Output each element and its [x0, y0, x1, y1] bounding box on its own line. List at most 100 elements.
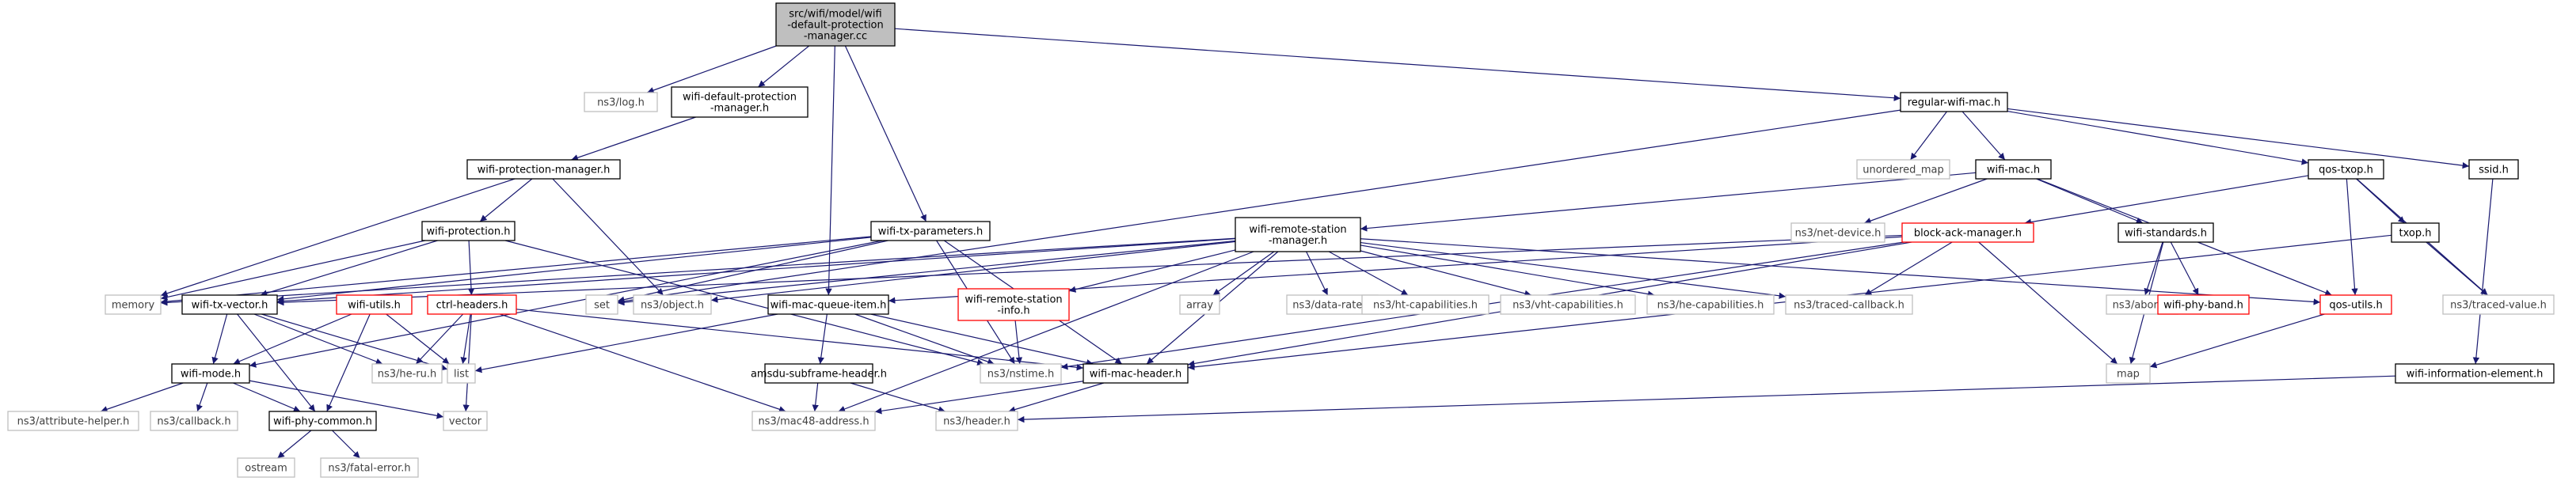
node-label-list-line-0: list — [454, 369, 469, 381]
node-wdpm[interactable]: wifi-default-protection-manager.h — [671, 86, 809, 118]
node-label-datarate-line-0: ns3/data-rate.h — [1292, 300, 1372, 312]
node-cb: ns3/callback.h — [150, 411, 238, 431]
node-wstd[interactable]: wifi-standards.h — [2117, 222, 2214, 243]
node-vhtcap: ns3/vht-capabilities.h — [1500, 294, 1636, 315]
node-label-wstd-line-0: wifi-standards.h — [2125, 228, 2207, 240]
node-ssid[interactable]: ssid.h — [2468, 159, 2519, 180]
edge-bam-to-wtxv — [276, 234, 1903, 306]
node-label-wrsm-line-1: -manager.h — [1269, 235, 1327, 247]
node-box-wdpm — [671, 86, 809, 118]
node-ostream: ostream — [237, 457, 295, 478]
node-label-wtxv-line-0: wifi-tx-vector.h — [192, 300, 268, 312]
edge-wrsm-to-wtxv — [276, 238, 1236, 305]
node-wmode[interactable]: wifi-mode.h — [171, 363, 250, 384]
node-qos[interactable]: qos-txop.h — [2308, 159, 2384, 180]
node-wtxv[interactable]: wifi-tx-vector.h — [181, 294, 278, 315]
node-wutils[interactable]: wifi-utils.h — [336, 294, 413, 315]
node-box-netdev — [1790, 222, 1885, 243]
edge-wmac-to-wstd — [2036, 178, 2144, 224]
edge-wtxv-to-list — [261, 313, 448, 371]
node-box-wmh — [1083, 363, 1189, 384]
node-box-wmqi — [767, 294, 889, 315]
node-label-rwm-line-0: regular-wifi-mac.h — [1908, 97, 2001, 109]
node-bam[interactable]: block-ack-manager.h — [1901, 222, 2034, 243]
edge-wmh-to-header — [1008, 382, 1105, 413]
node-label-mac48-line-0: ns3/mac48-address.h — [758, 416, 869, 428]
node-wmh[interactable]: wifi-mac-header.h — [1083, 363, 1189, 384]
edge-wmqi-to-nstime — [854, 313, 995, 366]
node-array: array — [1179, 294, 1220, 315]
node-box-qos — [2308, 159, 2384, 180]
node-txop[interactable]: txop.h — [2391, 222, 2440, 243]
node-label-wdpm-line-0: wifi-default-protection — [683, 92, 797, 104]
node-box-htcap — [1361, 294, 1490, 315]
edge-wie-to-header — [1017, 375, 2396, 423]
edge-rwm-to-qos — [2007, 110, 2309, 165]
edge-amsdu-to-mac48 — [812, 382, 819, 412]
node-set: set — [585, 294, 618, 315]
node-root[interactable]: src/wifi/model/wifi-default-protection-m… — [775, 2, 896, 47]
node-label-cb-line-0: ns3/callback.h — [157, 416, 230, 428]
node-mac48: ns3/mac48-address.h — [751, 411, 876, 431]
node-label-attr-line-0: ns3/attribute-helper.h — [17, 416, 130, 428]
node-wpc[interactable]: wifi-phy-common.h — [268, 411, 377, 431]
node-wmac[interactable]: wifi-mac.h — [1975, 159, 2052, 180]
node-layer: src/wifi/model/wifi-default-protection-m… — [7, 2, 2555, 478]
node-label-wrsi-line-1: -info.h — [997, 305, 1029, 317]
node-amsdu[interactable]: amsdu-subframe-header.h — [751, 363, 887, 384]
node-wpband[interactable]: wifi-phy-band.h — [2157, 294, 2250, 315]
node-box-wmode — [171, 363, 250, 384]
node-label-qosutils-line-0: qos-utils.h — [2329, 300, 2382, 312]
node-box-qosutils — [2319, 294, 2392, 315]
node-box-rwm — [1900, 92, 2008, 112]
node-box-wprot — [421, 221, 516, 241]
edge-rwm-to-ssid — [2007, 108, 2470, 169]
node-box-nstime — [980, 363, 1062, 384]
node-nstime: ns3/nstime.h — [980, 363, 1062, 384]
node-label-wutils-line-0: wifi-utils.h — [348, 300, 401, 312]
edge-wrsm-to-set — [617, 240, 1236, 306]
node-label-wpm-line-0: wifi-protection-manager.h — [478, 165, 611, 176]
edge-wrsi-to-nstime — [1014, 320, 1023, 365]
edge-qos-to-bam — [2024, 175, 2309, 225]
node-box-wpc — [268, 411, 377, 431]
node-wrsm[interactable]: wifi-remote-station-manager.h — [1235, 217, 1361, 252]
node-wie[interactable]: wifi-information-element.h — [2395, 363, 2555, 384]
edge-wpm-to-object — [552, 178, 664, 296]
node-wmqi[interactable]: wifi-mac-queue-item.h — [767, 294, 889, 315]
node-label-hecap-line-0: ns3/he-capabilities.h — [1657, 300, 1764, 312]
node-wpm[interactable]: wifi-protection-manager.h — [466, 159, 621, 180]
edge-wmode-to-wpc — [233, 382, 301, 412]
node-qosutils[interactable]: qos-utils.h — [2319, 294, 2392, 315]
edge-wmode-to-vector — [249, 380, 444, 419]
node-box-tval — [2442, 294, 2555, 315]
node-rwm[interactable]: regular-wifi-mac.h — [1900, 92, 2008, 112]
node-tval: ns3/traced-value.h — [2442, 294, 2555, 315]
edge-rwm-to-umap — [1910, 111, 1947, 161]
node-label-wrsm-line-0: wifi-remote-station — [1249, 224, 1346, 236]
node-fog: ns3/log.h — [584, 92, 658, 112]
edge-wmqi-to-list — [474, 313, 778, 373]
edge-wmode-to-cb — [196, 382, 208, 412]
node-label-tval-line-0: ns3/traced-value.h — [2450, 300, 2547, 312]
edge-wmh-to-mac48 — [874, 381, 1084, 415]
edge-rwm-to-wmac — [1961, 111, 2006, 161]
edge-wmqi-to-amsdu — [817, 313, 828, 365]
edge-wpm-to-memory — [160, 178, 516, 297]
node-box-fatal — [320, 457, 419, 478]
edge-bam-to-map — [1978, 241, 2118, 365]
node-header: ns3/header.h — [935, 411, 1018, 431]
node-box-ostream — [237, 457, 295, 478]
edge-bam-to-tcb — [1864, 241, 1953, 296]
edge-qos-to-qosutils — [2346, 178, 2358, 296]
node-box-wmac — [1975, 159, 2052, 180]
node-wrsi[interactable]: wifi-remote-station-info.h — [957, 288, 1070, 321]
node-label-wrsi-line-0: wifi-remote-station — [965, 294, 1062, 306]
node-box-tcb — [1785, 294, 1913, 315]
node-wprot[interactable]: wifi-protection.h — [421, 221, 516, 241]
node-fatal: ns3/fatal-error.h — [320, 457, 419, 478]
edge-wmqi-to-wmh — [870, 313, 1094, 366]
node-label-abort-line-0: ns3/abort.h — [2113, 300, 2172, 312]
node-wtxp[interactable]: wifi-tx-parameters.h — [870, 221, 991, 241]
node-ctrl[interactable]: ctrl-headers.h — [427, 294, 517, 315]
